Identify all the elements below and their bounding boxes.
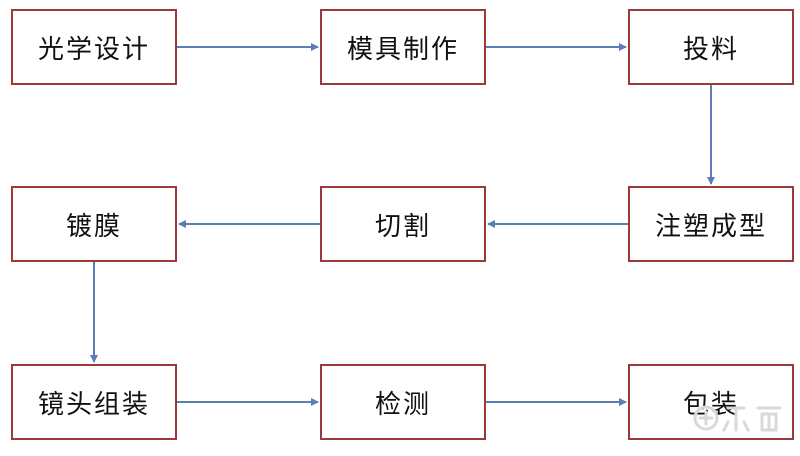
step-lens-assembly-label: 镜头组装 [37, 389, 150, 420]
step-optical-design: 光学设计 [11, 9, 177, 85]
step-lens-assembly: 镜头组装 [11, 364, 177, 440]
step-mold-making-label: 模具制作 [346, 34, 459, 65]
watermark-logo [693, 405, 782, 432]
step-feeding: 投料 [628, 9, 794, 85]
step-mold-making: 模具制作 [320, 9, 486, 85]
step-optical-design-label: 光学设计 [37, 34, 150, 65]
step-feeding-label: 投料 [682, 34, 739, 65]
step-cutting-label: 切割 [374, 211, 431, 242]
step-inspection-label: 检测 [374, 389, 431, 420]
step-inspection: 检测 [320, 364, 486, 440]
step-coating: 镀膜 [11, 186, 177, 262]
step-injection-molding: 注塑成型 [628, 186, 794, 262]
step-cutting: 切割 [320, 186, 486, 262]
step-packaging-label: 包装 [682, 389, 739, 420]
step-injection-molding-label: 注塑成型 [654, 211, 767, 242]
step-coating-label: 镀膜 [65, 211, 122, 242]
